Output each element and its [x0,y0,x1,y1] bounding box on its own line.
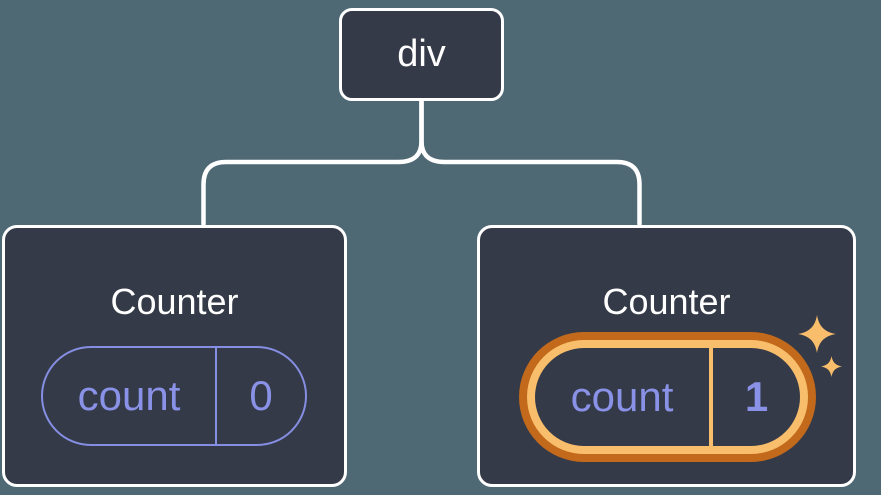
state-pill: count 0 [41,346,307,446]
card-title: Counter [602,281,731,322]
state-pill-highlighted: count 1 [519,332,816,462]
sparkle-icon-large [798,315,836,353]
state-value: 1 [744,373,769,420]
state-name-label: count [43,348,217,444]
state-value: 0 [249,372,273,419]
sparkle-icon-small [821,356,842,377]
counter-card-left: Counter count 0 [2,225,347,487]
root-node-div: div [339,8,504,101]
state-pill-body: count 1 [535,348,800,446]
connector-right-branch [419,98,642,227]
card-title: Counter [110,281,239,322]
highlight-ring-inner: count 1 [527,340,808,454]
counter-card-right: Counter count 1 [477,225,856,487]
state-name-label: count [535,348,713,446]
connector-left-branch [201,98,424,227]
root-node-label: div [397,33,446,75]
